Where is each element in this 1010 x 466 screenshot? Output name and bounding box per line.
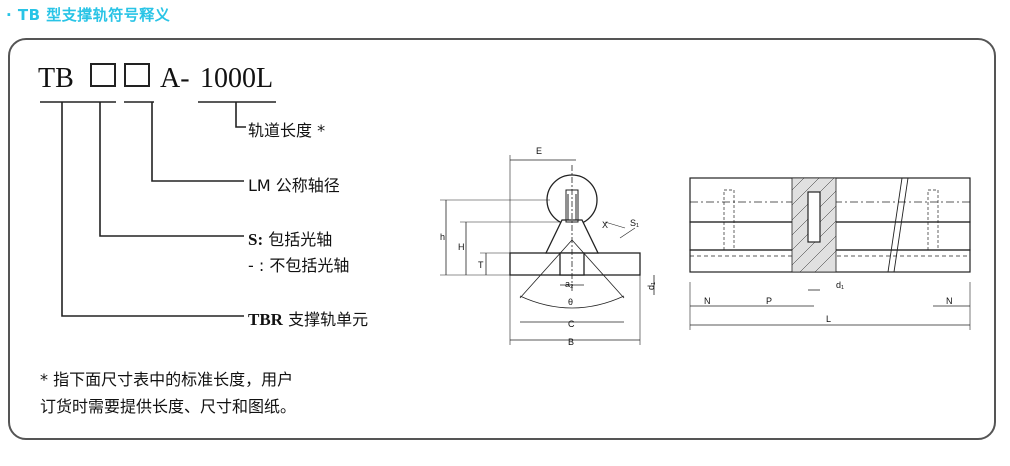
- leader-lines: [40, 101, 276, 317]
- legend-tbr-text: 支撑轨单元: [288, 310, 369, 329]
- diagram-frame: [8, 38, 996, 440]
- dim-s1: S₁: [630, 218, 639, 228]
- dim-d: d₁: [646, 282, 656, 290]
- code-suffix-a: A-: [160, 63, 190, 94]
- dim-c: C: [568, 319, 575, 329]
- side-view-drawing: [689, 177, 971, 330]
- dim-n-left: N: [704, 296, 711, 306]
- legend-s-text: 包括光轴: [268, 230, 333, 249]
- legend-lm-diameter: LM 公称轴径: [248, 176, 340, 195]
- code-box-diameter: [124, 63, 150, 87]
- footnote: * 指下面尺寸表中的标准长度，用户 订货时需要提供长度、尺寸和图纸。: [40, 366, 296, 420]
- dim-x: X: [602, 220, 608, 230]
- dim-e: E: [536, 146, 542, 156]
- footnote-line-1: * 指下面尺寸表中的标准长度，用户: [40, 370, 294, 389]
- cross-section-drawing: [440, 155, 655, 345]
- dim-a2: a₂: [565, 279, 574, 289]
- dim-p: P: [766, 296, 772, 306]
- side-view-labels: N P d₁ N L: [704, 280, 953, 324]
- dim-h-small: h: [440, 232, 445, 242]
- legend-rail-length: 轨道长度 *: [248, 121, 326, 140]
- legend-s: S: 包括光轴: [248, 226, 332, 250]
- legend-s-prefix: S:: [248, 230, 264, 249]
- dim-b: B: [568, 337, 574, 347]
- dim-t: T: [478, 260, 484, 270]
- dim-n-right: N: [946, 296, 953, 306]
- footnote-line-2: 订货时需要提供长度、尺寸和图纸。: [40, 397, 297, 416]
- cross-section-labels: E h H T X S₁ a₂ θ d₁ C B: [440, 146, 656, 347]
- legend-tbr: TBR 支撑轨单元: [248, 306, 368, 330]
- dim-l: L: [826, 314, 831, 324]
- legend-tbr-prefix: TBR: [248, 310, 283, 329]
- code-length: 1000L: [200, 63, 274, 94]
- dim-theta: θ: [568, 297, 573, 307]
- legend-dash: - : 不包括光轴: [248, 256, 350, 275]
- dim-h: H: [458, 242, 465, 252]
- code-box-shaft: [90, 63, 116, 87]
- page-title: · TB 型支撑轨符号释义: [6, 6, 171, 24]
- dim-d1: d₁: [836, 280, 844, 290]
- code-prefix: TB: [38, 63, 74, 94]
